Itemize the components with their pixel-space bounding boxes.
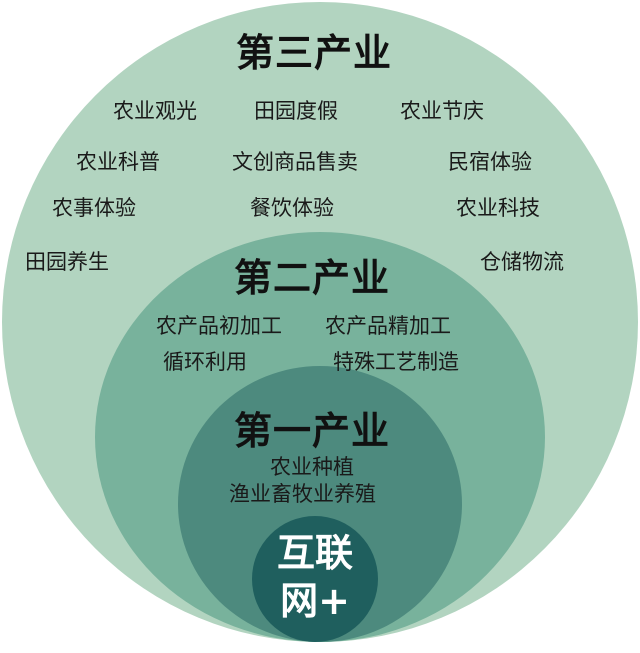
internet-plus-circle (252, 516, 378, 642)
tertiary-item: 民宿体验 (448, 150, 532, 174)
internet-plus-label-line1: 互联 (276, 531, 353, 575)
tertiary-item: 农事体验 (52, 196, 136, 220)
secondary-item: 农产品初加工 (156, 314, 282, 338)
primary-item: 农业种植 (270, 455, 354, 479)
secondary-item: 农产品精加工 (325, 314, 451, 338)
primary-title: 第一产业 (234, 409, 391, 453)
internet-plus-label-line2: 网+ (280, 579, 350, 623)
tertiary-item: 文创商品售卖 (232, 150, 358, 174)
secondary-item: 循环利用 (163, 350, 247, 374)
tertiary-item: 田园养生 (25, 250, 109, 274)
tertiary-item: 农业节庆 (400, 99, 484, 123)
secondary-item: 特殊工艺制造 (333, 350, 459, 374)
tertiary-item: 农业科普 (76, 150, 160, 174)
tertiary-item: 农业观光 (113, 99, 197, 123)
tertiary-item: 餐饮体验 (250, 196, 334, 220)
tertiary-item: 仓储物流 (480, 250, 564, 274)
secondary-title: 第二产业 (234, 256, 391, 300)
tertiary-item: 田园度假 (254, 99, 338, 123)
tertiary-item: 农业科技 (456, 196, 540, 220)
tertiary-title: 第三产业 (236, 31, 393, 75)
primary-item: 渔业畜牧业养殖 (229, 482, 376, 506)
